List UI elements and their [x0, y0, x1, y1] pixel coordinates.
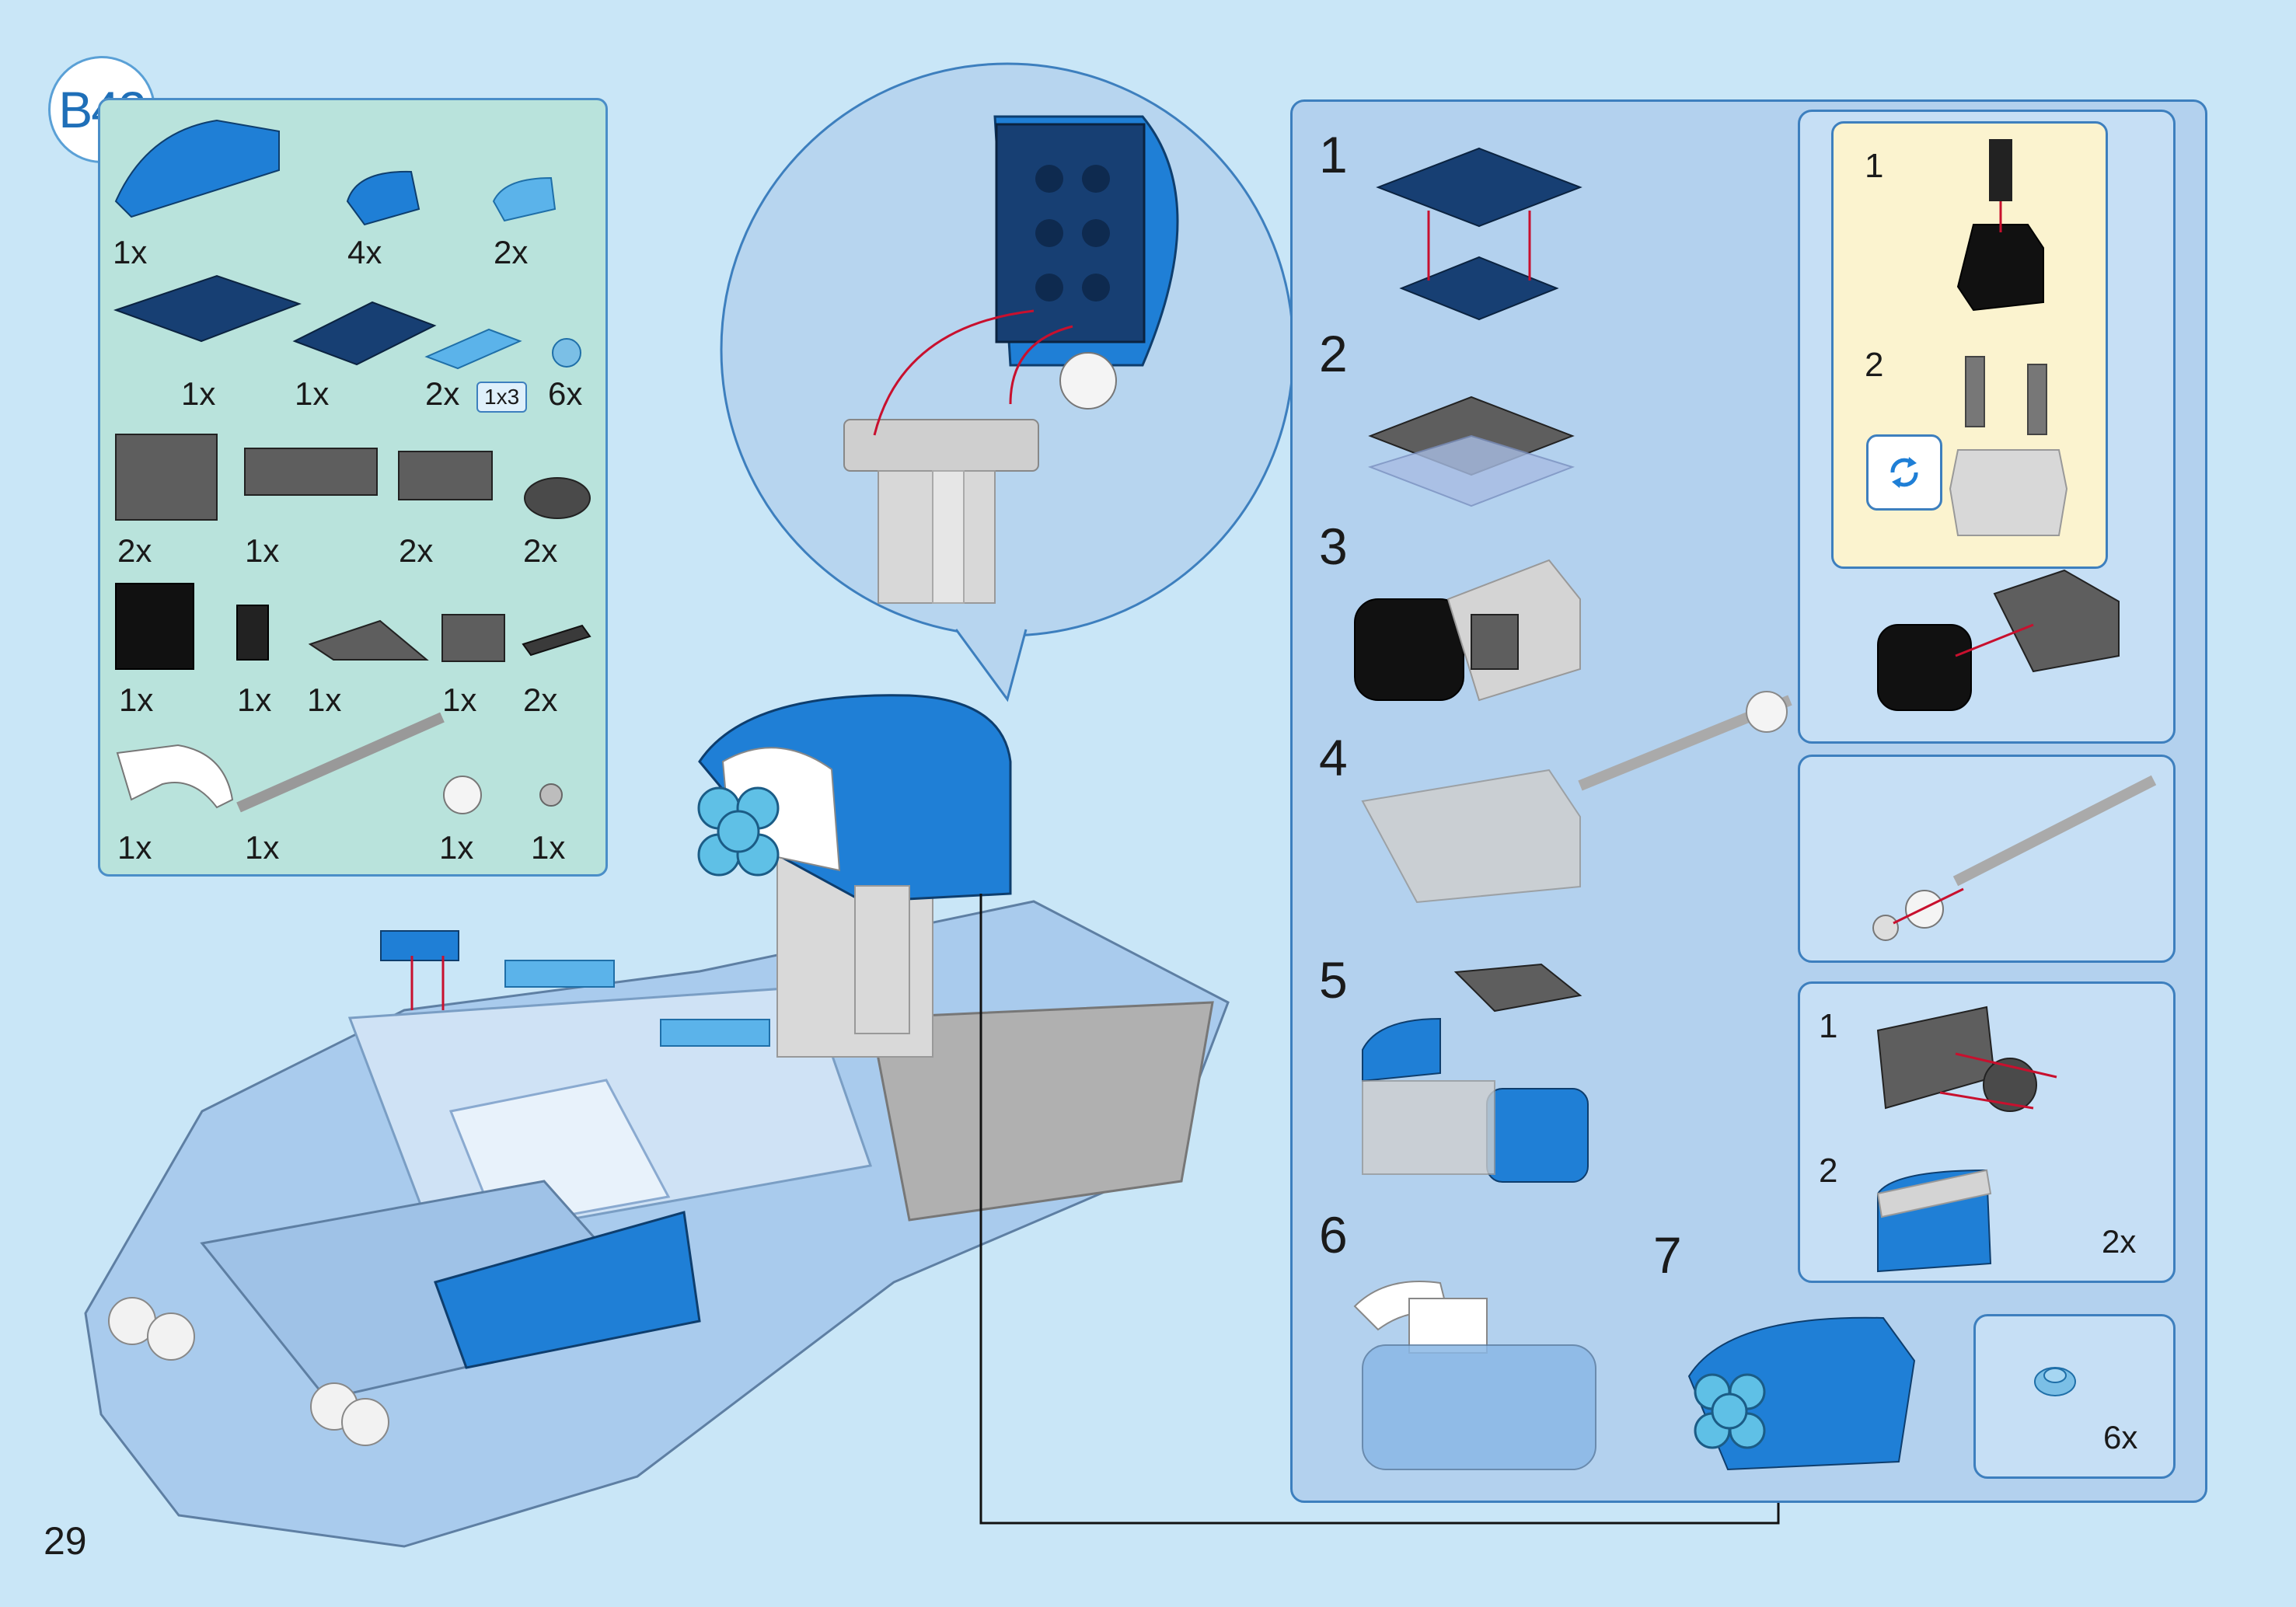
hub-result-artwork: [1877, 569, 2120, 711]
part-qty: 2x: [399, 532, 434, 569]
step-number: 1: [1319, 126, 1348, 183]
hub-substeps-box: 1 2: [1831, 121, 2108, 569]
part-qty: 1x: [439, 829, 474, 866]
parts-list-panel: 1x 4x 2x 1x 1x 2x 1x3 6x 2x 1x 2x 2x 1x …: [98, 98, 608, 877]
hub-subassembly-panel: 1 2: [1798, 110, 2176, 744]
side-subassembly-panel: 1 2 2x: [1798, 981, 2176, 1283]
part-qty: 6x: [548, 375, 583, 412]
substep-number: 2: [1819, 1152, 1838, 1190]
studs-subassembly-panel: 6x: [1973, 1314, 2176, 1479]
step-number: 6: [1319, 1206, 1348, 1264]
step-number: 4: [1319, 729, 1348, 786]
studs-qty: 6x: [2103, 1419, 2138, 1455]
axle-subassembly-panel: [1798, 755, 2176, 963]
steps-artwork: [1353, 147, 1916, 1471]
part-qty: 2x: [523, 681, 558, 718]
zoom-bubble: [720, 62, 1295, 702]
side-artwork: [1876, 1006, 2057, 1273]
part-qty: 1x: [245, 532, 280, 569]
part-size-callout: 1x3: [476, 382, 528, 413]
part-qty: 1x: [117, 829, 152, 866]
part-qty: 1x: [119, 681, 154, 718]
part-qty: 1x: [442, 681, 477, 718]
page-number: 29: [44, 1519, 87, 1563]
part-qty: 2x: [117, 532, 152, 569]
side-qty: 2x: [2102, 1223, 2137, 1260]
part-qty: 1x: [307, 681, 342, 718]
steps-panel: 1 2 3 4 5 6 7 1 2: [1290, 99, 2207, 1503]
vehicle-model: [84, 694, 1230, 1548]
part-qty: 1x: [295, 375, 330, 412]
step-number: 5: [1319, 951, 1348, 1009]
part-qty: 2x: [494, 234, 529, 270]
substep-number: 1: [1819, 1007, 1838, 1045]
rotate-icon: [1866, 434, 1942, 511]
substep-number: 2: [1865, 346, 1884, 384]
step-number: 3: [1319, 518, 1348, 575]
axle-artwork: [1872, 775, 2157, 941]
part-qty: 2x: [425, 375, 460, 412]
part-qty: 1x: [113, 234, 148, 270]
part-qty: 1x: [181, 375, 216, 412]
part-qty: 1x: [245, 829, 280, 866]
rotate-arrows: [1890, 457, 1918, 488]
step-number: 2: [1319, 325, 1348, 382]
parts-artwork: [113, 119, 591, 814]
hub-substeps-artwork: [1949, 139, 2068, 536]
part-qty: 4x: [347, 234, 382, 270]
part-qty: 1x: [531, 829, 566, 866]
part-qty: 2x: [523, 532, 558, 569]
part-qty: 1x: [237, 681, 272, 718]
studs-artwork: [2034, 1367, 2076, 1396]
step-number: 7: [1653, 1226, 1682, 1284]
substep-number: 1: [1865, 147, 1884, 185]
